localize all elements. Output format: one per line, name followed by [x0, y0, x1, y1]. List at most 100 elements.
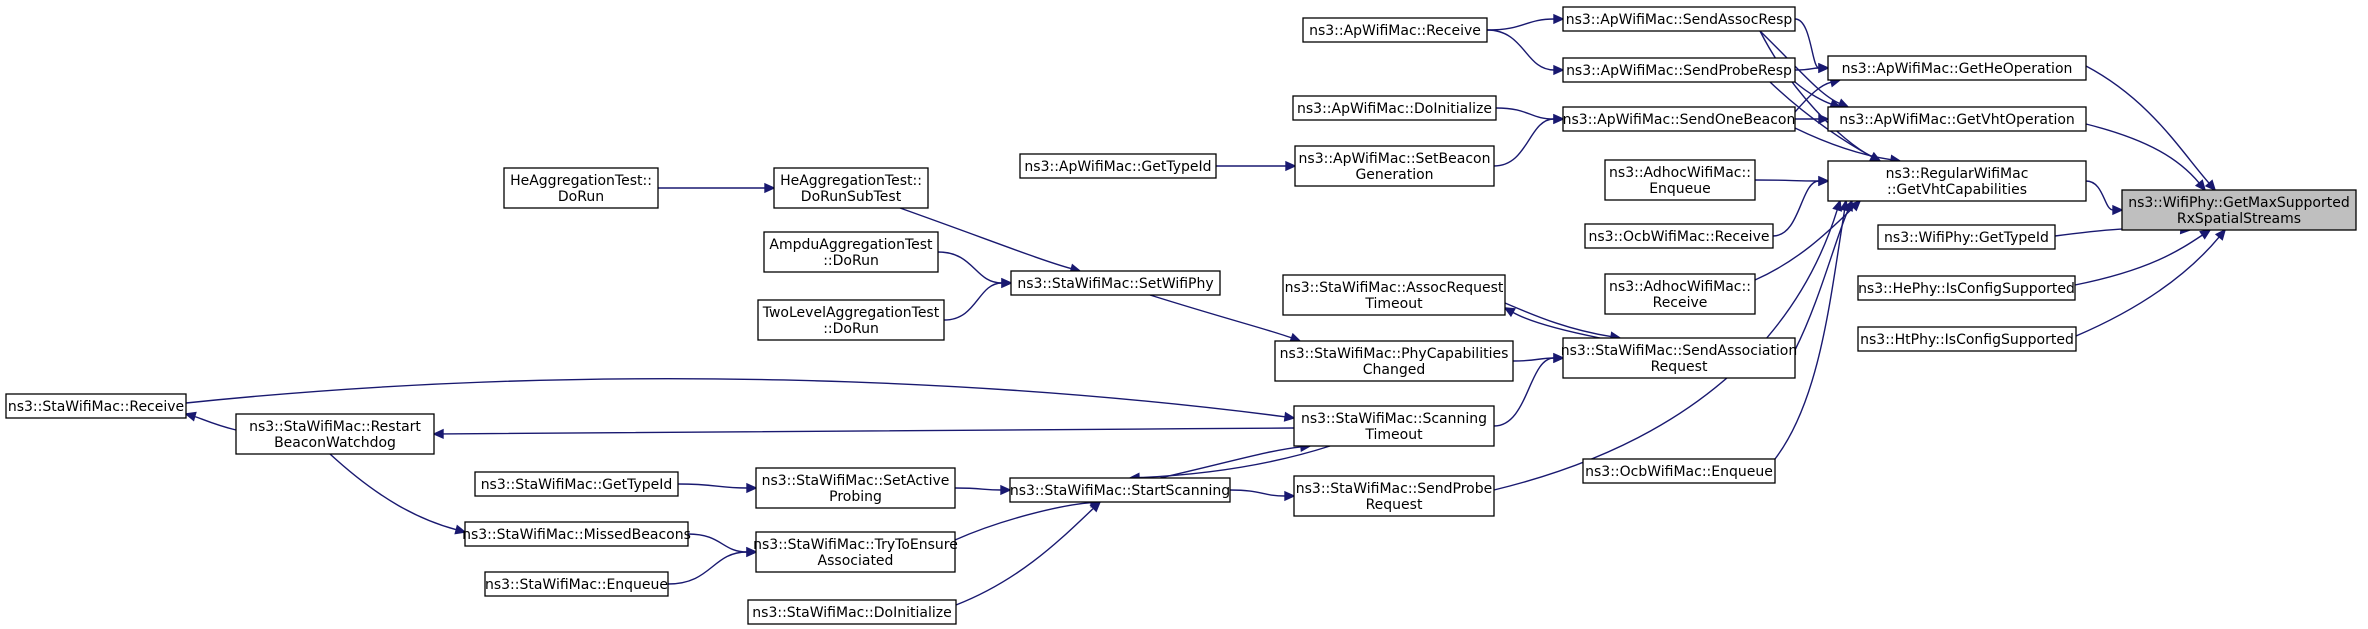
node-regular-getvhtcap[interactable]: ns3::RegularWifiMac::GetVhtCapabilities — [1827, 160, 2087, 202]
edges — [184, 13, 2227, 606]
edge-sta_gettypeid-to-sta_setactiveprobing — [677, 482, 758, 494]
node-label: ns3::WifiPhy::GetTypeId — [1884, 230, 2049, 246]
node-box — [1857, 275, 2076, 301]
node-box — [1562, 6, 1796, 32]
node-label: ns3::ApWifiMac::SendProbeResp — [1566, 63, 1792, 79]
node-label: Request — [1366, 497, 1423, 513]
node-wifiphy-gettypeid[interactable]: ns3::WifiPhy::GetTypeId — [1877, 224, 2056, 250]
node-sta-missedbeacons[interactable]: ns3::StaWifiMac::MissedBeacons — [462, 521, 691, 547]
node-box — [755, 531, 956, 573]
node-box — [503, 167, 659, 209]
arrowhead — [1001, 277, 1013, 289]
node-label: ns3::StaWifiMac::SendAssociation — [1561, 343, 1797, 359]
node-box — [1293, 405, 1495, 447]
node-sta-gettypeid[interactable]: ns3::StaWifiMac::GetTypeId — [474, 471, 679, 497]
node-heagg-dorunsub[interactable]: HeAggregationTest::DoRunSubTest — [773, 167, 929, 209]
node-label: ns3::StaWifiMac::Scanning — [1301, 411, 1487, 427]
node-label: ns3::StaWifiMac::SetWifiPhy — [1017, 276, 1213, 292]
arrowhead — [1832, 199, 1843, 212]
arrowhead — [1284, 490, 1296, 502]
node-label: TwoLevelAggregationTest — [762, 305, 940, 321]
node-ap-receive[interactable]: ns3::ApWifiMac::Receive — [1302, 17, 1488, 43]
node-label: Timeout — [1364, 427, 1423, 443]
node-sta-receive[interactable]: ns3::StaWifiMac::Receive — [5, 393, 187, 419]
node-label: Generation — [1355, 167, 1433, 183]
node-heagg-dorun[interactable]: HeAggregationTest::DoRun — [503, 167, 659, 209]
arrowhead — [454, 524, 467, 535]
arrowhead — [1000, 484, 1012, 496]
node-box — [763, 231, 939, 273]
node-box — [2121, 189, 2357, 231]
node-ampdu-dorun[interactable]: AmpduAggregationTest::DoRun — [763, 231, 939, 273]
node-htphy-isconfig[interactable]: ns3::HtPhy::IsConfigSupported — [1857, 326, 2077, 352]
edge-sta_trytoensure-to-sta_startscanning — [954, 497, 1102, 541]
node-box — [757, 299, 945, 341]
node-ap-gethe[interactable]: ns3::ApWifiMac::GetHeOperation — [1827, 55, 2087, 81]
node-label: ns3::OcbWifiMac::Enqueue — [1585, 464, 1773, 480]
node-box — [464, 521, 689, 547]
node-label: ns3::StaWifiMac::TryToEnsure — [753, 537, 958, 553]
node-box — [1584, 223, 1774, 249]
node-box — [1009, 477, 1231, 503]
node-label: HeAggregationTest:: — [510, 173, 652, 189]
node-label: ns3::RegularWifiMac — [1886, 166, 2029, 182]
node-box — [1282, 274, 1506, 316]
node-adhoc-receive[interactable]: ns3::AdhocWifiMac::Receive — [1604, 273, 1756, 315]
node-label: Request — [1651, 359, 1708, 375]
node-ap-getvht[interactable]: ns3::ApWifiMac::GetVhtOperation — [1827, 106, 2087, 132]
node-label: Receive — [1653, 295, 1708, 311]
node-ap-doinit[interactable]: ns3::ApWifiMac::DoInitialize — [1292, 95, 1497, 121]
node-sta-startscanning[interactable]: ns3::StaWifiMac::StartScanning — [1009, 477, 1231, 503]
arrowhead — [1553, 352, 1565, 364]
edge-heagg_dorun-to-heagg_dorunsub — [658, 182, 776, 194]
node-twolevel-dorun[interactable]: TwoLevelAggregationTest::DoRun — [757, 299, 945, 341]
edge-sta_doinit-to-sta_startscanning — [955, 500, 1102, 606]
node-box — [1562, 106, 1796, 132]
node-box — [1010, 270, 1221, 296]
node-label: ::GetVhtCapabilities — [1887, 182, 2027, 198]
node-ocb-enqueue[interactable]: ns3::OcbWifiMac::Enqueue — [1582, 458, 1776, 484]
node-sta-setwifiphy[interactable]: ns3::StaWifiMac::SetWifiPhy — [1010, 270, 1221, 296]
arrowhead — [1818, 175, 1830, 187]
arrowhead — [1849, 199, 1862, 212]
node-ap-sendassocresp[interactable]: ns3::ApWifiMac::SendAssocResp — [1562, 6, 1796, 32]
node-root[interactable]: ns3::WifiPhy::GetMaxSupportedRxSpatialSt… — [2121, 189, 2357, 231]
arrowhead — [2204, 179, 2217, 192]
node-sta-enqueue[interactable]: ns3::StaWifiMac::Enqueue — [484, 571, 669, 597]
node-box — [1562, 337, 1796, 379]
node-label: ns3::StaWifiMac::AssocRequest — [1285, 280, 1504, 296]
node-label: Associated — [818, 553, 894, 569]
edge-sta_setactiveprobing-to-sta_startscanning — [954, 484, 1012, 496]
node-label: DoRun — [558, 189, 604, 205]
node-box — [1604, 159, 1756, 201]
edge-sta_sendassocreq-to-regular_getvhtcap — [1794, 199, 1853, 351]
edge-ap_setbeacongen-to-ap_sendonebeacon — [1493, 113, 1565, 167]
edge-ap_sendonebeacon-to-ap_getvht — [1794, 113, 1830, 125]
node-ap-gettypeid[interactable]: ns3::ApWifiMac::GetTypeId — [1019, 153, 1217, 179]
node-box — [1562, 57, 1796, 83]
edge-ap_sendassocresp-to-ap_gethe — [1794, 18, 1830, 74]
arrowhead — [1553, 64, 1565, 76]
node-ap-sendonebeacon[interactable]: ns3::ApWifiMac::SendOneBeacon — [1562, 106, 1796, 132]
edge-ap_doinit-to-ap_sendonebeacon — [1495, 107, 1565, 125]
node-box — [484, 571, 669, 597]
arrowhead — [746, 482, 758, 494]
arrowhead — [2112, 204, 2124, 216]
node-adhoc-enqueue[interactable]: ns3::AdhocWifiMac::Enqueue — [1604, 159, 1756, 201]
node-hephy-isconfig[interactable]: ns3::HePhy::IsConfigSupported — [1857, 275, 2076, 301]
node-ocb-receive[interactable]: ns3::OcbWifiMac::Receive — [1584, 223, 1774, 249]
arrowhead — [432, 428, 444, 439]
node-ap-sendproberesp[interactable]: ns3::ApWifiMac::SendProbeResp — [1562, 57, 1796, 83]
node-sta-doinit[interactable]: ns3::StaWifiMac::DoInitialize — [747, 599, 957, 625]
edge-ap_sendonebeacon-to-regular_getvhtcap — [1794, 127, 1902, 165]
arrowhead — [1089, 500, 1102, 513]
